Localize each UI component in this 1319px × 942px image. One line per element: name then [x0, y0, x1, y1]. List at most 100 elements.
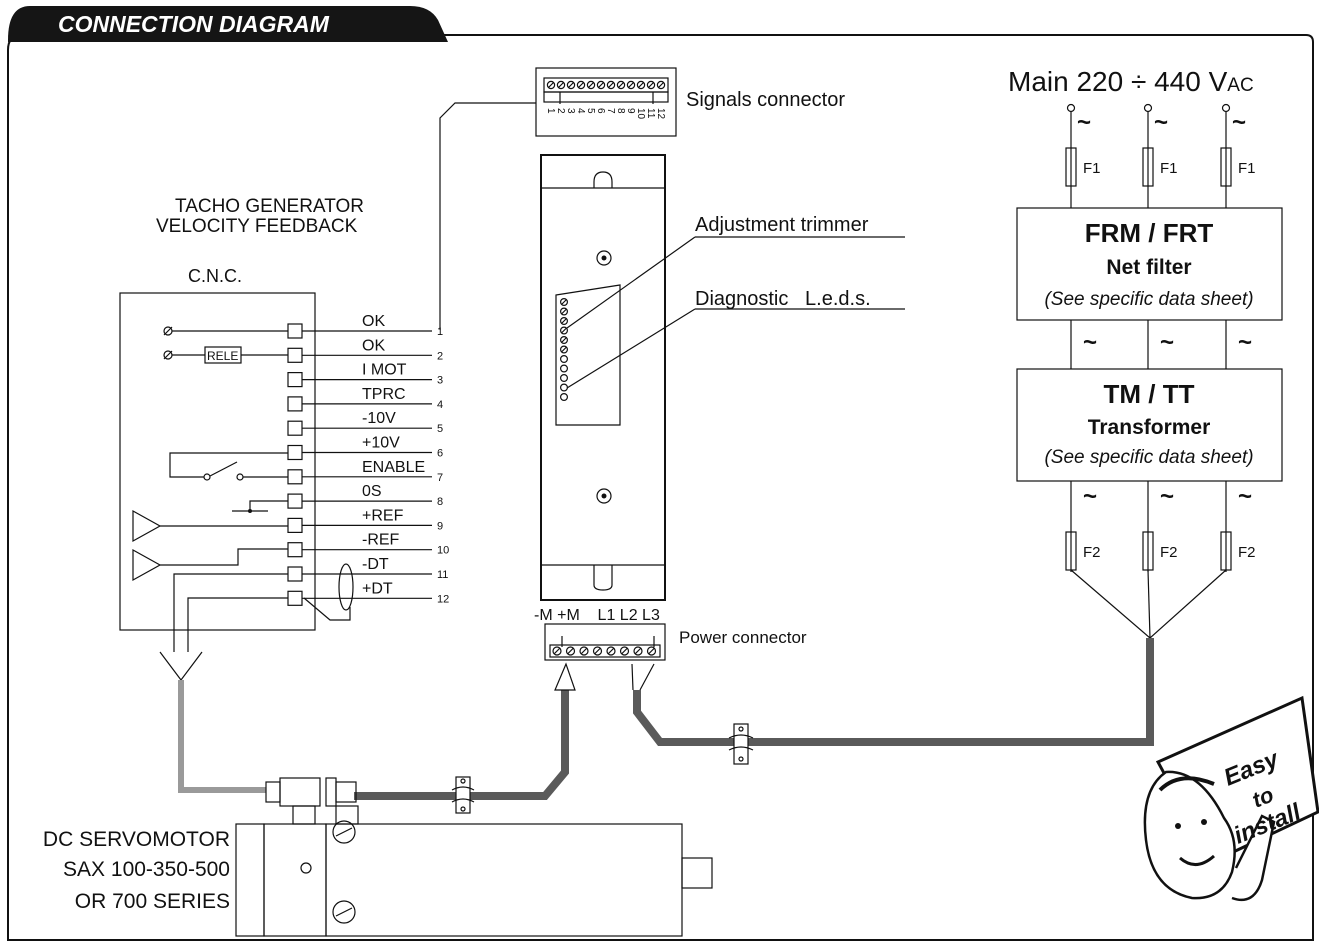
- cnc-pin-number: 7: [437, 472, 443, 484]
- tilde-symbol: ~: [1160, 329, 1174, 356]
- tilde-symbol: ~: [1083, 483, 1097, 510]
- cnc-signal-name: I MOT: [362, 362, 407, 379]
- cnc-signal-name: -REF: [362, 532, 400, 549]
- tilde-symbol: ~: [1232, 109, 1246, 136]
- fuse-f1-label: F1: [1160, 160, 1178, 177]
- signal-screw: [636, 80, 646, 90]
- cnc-terminal: [287, 396, 303, 412]
- filter-subtitle: Net filter: [1106, 256, 1191, 279]
- cnc-terminal: [287, 420, 303, 436]
- signal-pin-number: 6: [595, 108, 606, 114]
- fuse-f2-label: F2: [1238, 544, 1256, 561]
- tilde-symbol: ~: [1077, 109, 1091, 136]
- cnc-pin-number: 8: [437, 496, 443, 508]
- cnc-box: [119, 292, 354, 681]
- tacho-title-line1: TACHO GENERATOR: [175, 196, 364, 217]
- signal-pin-number: 12: [655, 108, 666, 120]
- tilde-symbol: ~: [1160, 483, 1174, 510]
- tilde-symbol: ~: [1238, 483, 1252, 510]
- fuse-f2-label: F2: [1083, 544, 1101, 561]
- fuse-f1: [1220, 147, 1232, 187]
- led-dot: [559, 374, 568, 383]
- led-dot: [559, 364, 568, 373]
- signals-connector-label: Signals connector: [686, 89, 845, 111]
- signal-screw: [596, 80, 606, 90]
- cnc-pin-number: 12: [437, 593, 449, 605]
- signal-screw: [576, 80, 586, 90]
- cables: [178, 638, 1154, 814]
- transformer-note: (See specific data sheet): [1044, 447, 1253, 468]
- cnc-signal-name: 0S: [362, 483, 382, 500]
- cnc-terminal: [287, 323, 303, 339]
- signal-screw: [546, 80, 556, 90]
- power-screw: [565, 646, 576, 656]
- fuse-f2-label: F2: [1160, 544, 1178, 561]
- signal-pin-number: 11: [645, 108, 656, 119]
- signal-screw: [656, 80, 666, 90]
- filter-box: [1016, 207, 1283, 321]
- cnc-pin-number: 10: [437, 545, 449, 557]
- cnc-pin-number: 11: [437, 569, 448, 581]
- cnc-terminal: [287, 517, 303, 534]
- dc-servomotor: [235, 777, 713, 937]
- fuse-f1-label: F1: [1238, 160, 1256, 177]
- tilde-symbol: ~: [1154, 109, 1168, 136]
- cnc-pin-number: 1: [437, 326, 443, 338]
- power-screw: [579, 646, 589, 656]
- cnc-pin-number: 5: [437, 423, 443, 435]
- transformer-subtitle: Transformer: [1088, 416, 1211, 439]
- signal-pin-number: 2: [555, 108, 566, 114]
- tilde-symbol: ~: [1083, 329, 1097, 356]
- cnc-signal-name: OK: [362, 313, 385, 330]
- cnc-terminal: [287, 566, 303, 582]
- fuse-f1: [1142, 147, 1154, 187]
- page-title: CONNECTION DIAGRAM: [58, 11, 330, 37]
- cnc-terminal: [287, 372, 303, 388]
- cnc-terminal: [287, 444, 303, 461]
- power-screw: [606, 646, 616, 656]
- signals-connector: [535, 67, 677, 137]
- power-connector-label: Power connector: [679, 628, 807, 647]
- mains-label: Main 220 ÷ 440 VAC: [1008, 66, 1254, 97]
- diagnostic-leds-label: Diagnostic L.e.d.s.: [695, 288, 871, 310]
- signal-screw: [616, 80, 626, 90]
- signal-pin-number: 7: [605, 108, 616, 114]
- cnc-pin-number: 9: [437, 520, 443, 532]
- cnc-signal-name: +REF: [362, 507, 404, 524]
- power-screw: [592, 646, 603, 656]
- cnc-label: C.N.C.: [188, 266, 242, 286]
- power-screw: [619, 646, 630, 656]
- cnc-signal-name: -DT: [362, 556, 389, 573]
- power-pins-label: -M +M L1 L2 L3: [534, 607, 660, 624]
- power-screw: [633, 646, 643, 656]
- cnc-signal-name: TPRC: [362, 386, 406, 403]
- easy-install-badge: [1143, 695, 1319, 902]
- cnc-signal-name: -10V: [362, 410, 396, 427]
- cnc-terminal: [287, 542, 303, 558]
- cnc-signal-name: +10V: [362, 435, 400, 452]
- filter-note: (See specific data sheet): [1044, 289, 1253, 310]
- signal-screw: [626, 80, 636, 90]
- signal-pin-number: 5: [585, 108, 596, 114]
- power-connector: [544, 623, 666, 661]
- adjustment-trimmer-label: Adjustment trimmer: [695, 214, 869, 236]
- signal-screw: [556, 80, 566, 90]
- signal-pin-number: 9: [625, 108, 636, 114]
- motor-label-line3: OR 700 SERIES: [75, 890, 230, 913]
- tilde-symbol: ~: [1238, 329, 1252, 356]
- motor-label-line2: SAX 100-350-500: [63, 858, 230, 881]
- signal-screw: [646, 80, 656, 90]
- cnc-signal-name: OK: [362, 337, 385, 354]
- drive-unit: [540, 154, 905, 601]
- led-dot: [559, 298, 568, 307]
- signal-screw: [606, 80, 616, 90]
- led-dot: [559, 336, 568, 345]
- transformer-box: [1016, 368, 1283, 482]
- led-dot: [559, 307, 568, 316]
- power-screw: [552, 646, 562, 656]
- signal-pin-number: 8: [615, 108, 626, 114]
- cnc-terminal: [287, 590, 303, 606]
- pin1-link-wire: [439, 102, 536, 330]
